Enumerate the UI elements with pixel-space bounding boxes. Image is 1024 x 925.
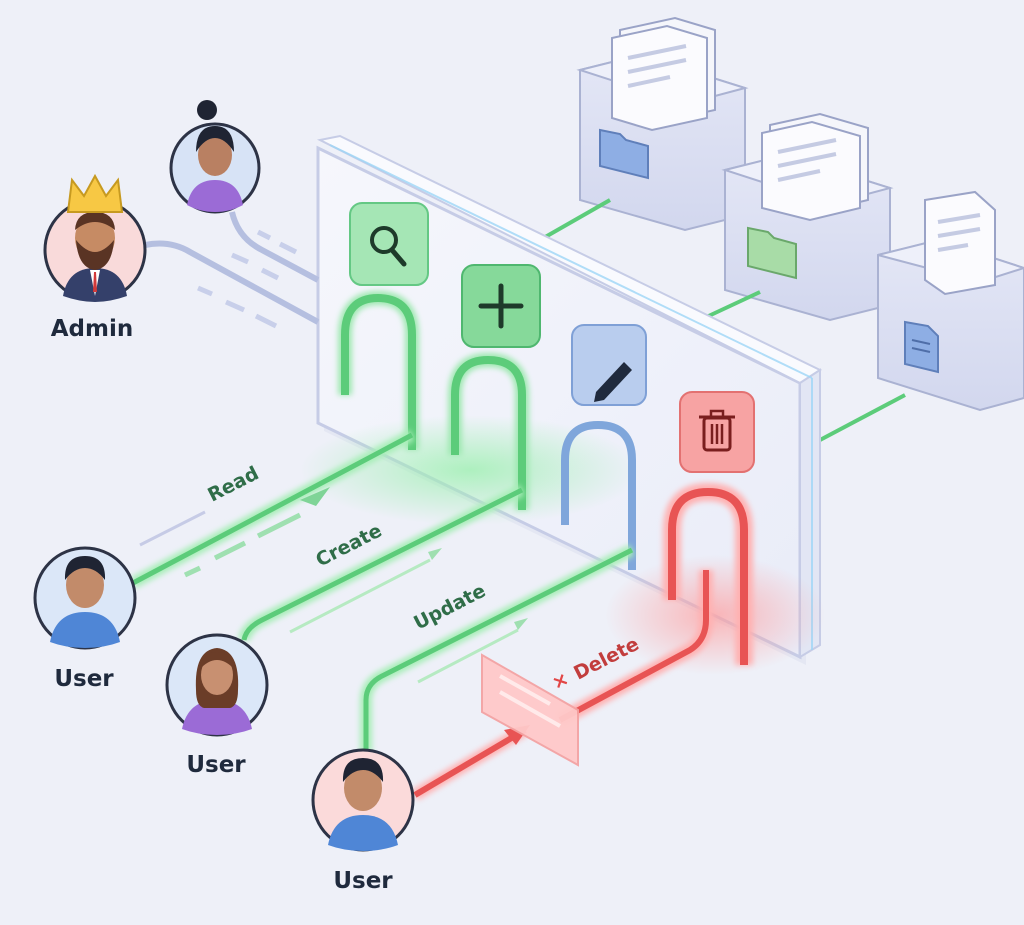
user-avatar-1 xyxy=(33,546,137,650)
crown-icon xyxy=(66,173,124,213)
denied-request-card xyxy=(481,653,579,767)
document-icon xyxy=(924,190,996,296)
delete-permission-tile xyxy=(679,391,755,473)
allowed-glow xyxy=(300,415,640,525)
pencil-icon xyxy=(594,362,632,402)
create-gate-arch xyxy=(448,352,529,510)
delete-gate-arch xyxy=(663,482,753,665)
storage-bin-1 xyxy=(576,16,749,232)
storage-bin-3 xyxy=(877,190,1024,412)
user-3-label: User xyxy=(333,868,393,894)
storage-bin-2 xyxy=(721,112,894,322)
delete-flow: × Delete xyxy=(411,570,713,801)
read-permission-tile xyxy=(349,202,429,286)
document-stack-2 xyxy=(761,112,869,222)
admin-connections xyxy=(144,211,320,329)
user-avatar-3 xyxy=(311,748,415,852)
plus-icon xyxy=(478,283,524,329)
user-2-label: User xyxy=(186,752,246,778)
document-stack-1 xyxy=(611,16,716,132)
folder-icon xyxy=(747,226,797,280)
denied-glow xyxy=(605,555,825,675)
update-permission-tile xyxy=(571,324,647,406)
admin-label: Admin xyxy=(51,316,134,342)
search-icon xyxy=(370,226,407,267)
user-avatar-2 xyxy=(165,633,269,737)
user-avatar-top xyxy=(169,100,261,214)
user-1-label: User xyxy=(54,666,114,692)
admin-avatar xyxy=(43,173,147,302)
create-permission-tile xyxy=(461,264,541,348)
delete-denied-marker: × xyxy=(548,668,572,695)
read-gate-arch xyxy=(338,290,419,450)
folder-icon xyxy=(599,128,649,180)
update-gate-arch xyxy=(561,420,636,570)
file-icon xyxy=(904,320,939,374)
read-label: Read xyxy=(204,462,262,506)
trash-icon xyxy=(699,409,735,452)
